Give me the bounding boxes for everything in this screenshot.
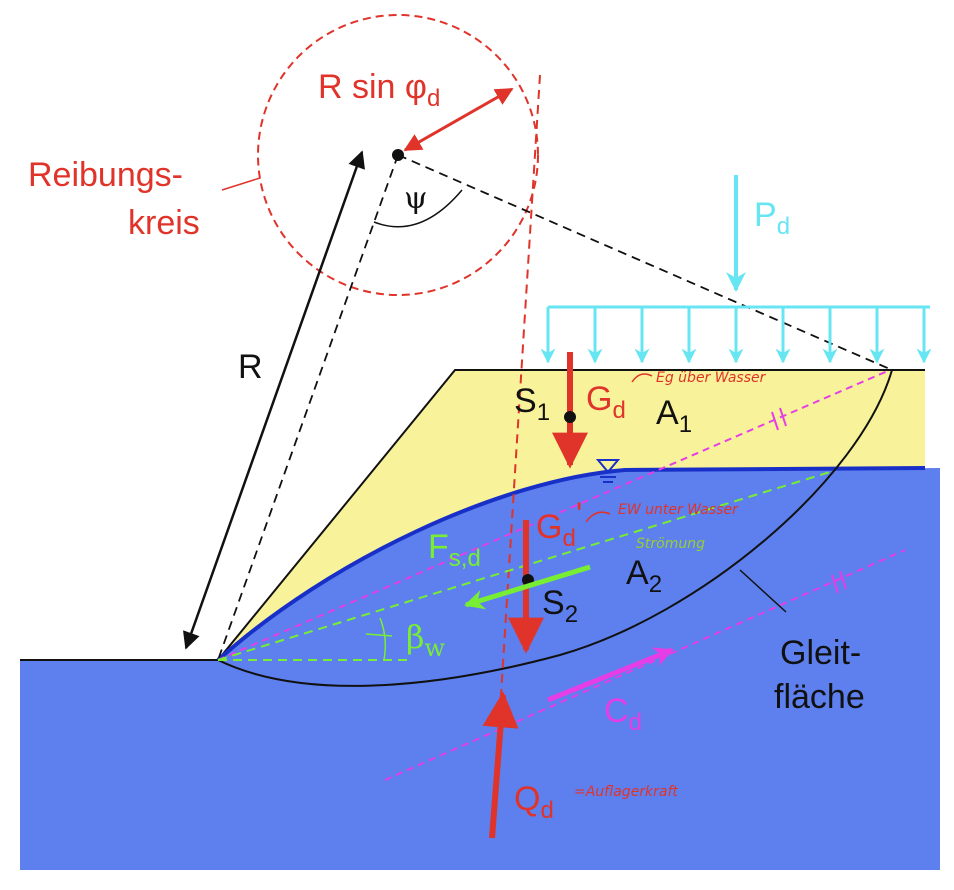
label-a2: A2	[626, 554, 662, 598]
label-s2: S2	[542, 584, 578, 628]
label-cd: Cd	[604, 692, 642, 736]
label-gleit: Gleit-	[780, 634, 861, 672]
label-beta-w: βw	[406, 618, 446, 662]
centroid-s1	[564, 411, 576, 423]
gleitflaeche-pointer	[739, 569, 787, 613]
label-fsd: Fs,d	[428, 528, 481, 572]
label-r: R	[238, 348, 263, 386]
distributed-load-arrows	[540, 307, 932, 364]
slip-surface	[217, 369, 893, 687]
note-gd2-hook	[585, 511, 611, 523]
psi-angle-arc	[373, 189, 463, 228]
label-pd: Pd	[754, 196, 790, 240]
label-gd: Gd	[586, 380, 626, 424]
parallel-tick-lower	[831, 570, 847, 594]
label-r-sin-phi: R sin φd	[318, 68, 440, 112]
label-gd-prime: Gd'	[536, 496, 582, 552]
reaction-force-arrow	[482, 691, 519, 839]
friction-circle	[257, 14, 539, 296]
beta-w-angle-arc	[379, 617, 387, 661]
handwritten-note-gd2: EW unter Wasser	[618, 502, 739, 518]
magenta-dashed-line-lower	[384, 549, 906, 781]
parallel-tick-upper	[771, 407, 787, 431]
handwritten-note-qd: =Auflagerkraft	[574, 784, 678, 800]
handwritten-note-gd: Eg über Wasser	[656, 370, 767, 386]
dashed-line-center-to-crest	[397, 154, 893, 371]
note-gd-hook	[631, 373, 653, 383]
cohesion-force-arrow	[547, 647, 674, 703]
label-reibungs: Reibungs-	[28, 156, 183, 194]
magenta-dashed-line-upper	[217, 369, 891, 661]
label-a1: A1	[656, 394, 692, 438]
seepage-force-arrow	[464, 564, 591, 610]
water-region	[20, 468, 940, 870]
soil-region	[218, 370, 925, 660]
label-kreis: kreis	[128, 204, 200, 242]
label-psi: ψ	[404, 181, 428, 216]
beta-w-tick	[365, 633, 393, 637]
water-level-symbol	[595, 459, 621, 483]
label-qd: Qd	[514, 780, 554, 824]
label-flaeche: fläche	[774, 678, 865, 716]
handwritten-note-fsd: Strömung	[636, 536, 705, 552]
r-sin-phi-arrow	[403, 87, 514, 152]
label-s1: S1	[514, 382, 550, 426]
center-point	[392, 149, 404, 161]
reibungskreis-pointer	[221, 177, 261, 191]
radius-arrow	[183, 150, 365, 650]
